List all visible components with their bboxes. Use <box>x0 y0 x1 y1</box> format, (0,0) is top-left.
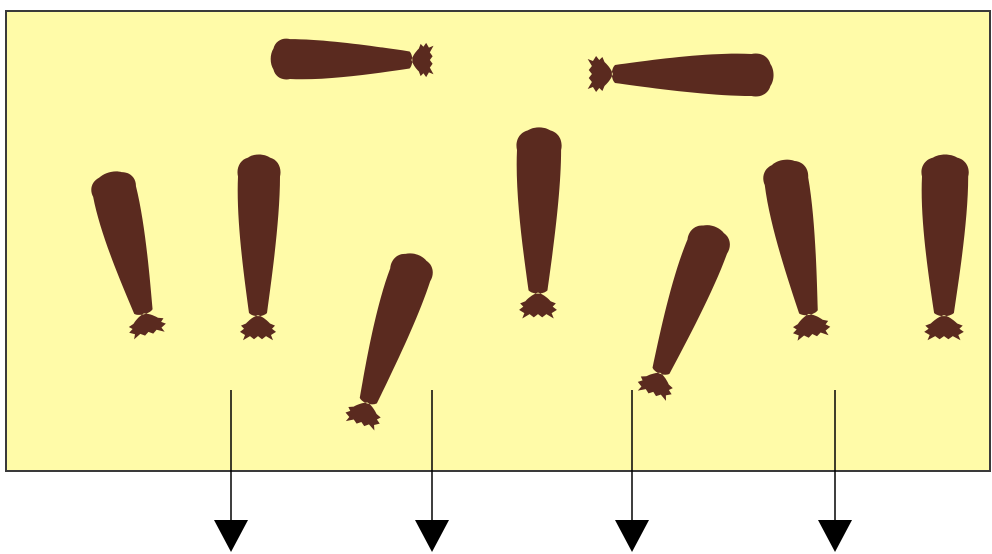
growth-medium-rectangle <box>6 11 990 471</box>
arrow-head <box>214 520 248 552</box>
arrow-head <box>615 520 649 552</box>
arrow-head <box>415 520 449 552</box>
arrow-head <box>818 520 852 552</box>
